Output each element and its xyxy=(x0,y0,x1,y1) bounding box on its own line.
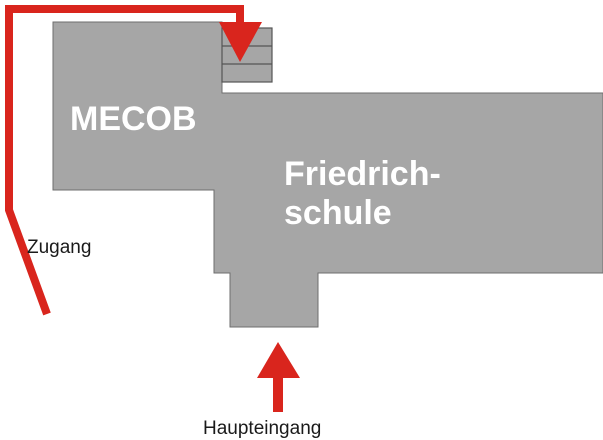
main-entrance-label: Haupteingang xyxy=(203,418,321,439)
access-label: Zugang xyxy=(27,237,91,258)
mecob-label: MECOB xyxy=(70,100,197,138)
school-label-line2: schule xyxy=(284,194,392,232)
building-footprint xyxy=(52,21,603,328)
main-entrance-arrow xyxy=(257,342,300,412)
access-route xyxy=(5,5,262,316)
school-label-line1: Friedrich- xyxy=(284,155,441,193)
access-arrow-head xyxy=(219,22,262,62)
